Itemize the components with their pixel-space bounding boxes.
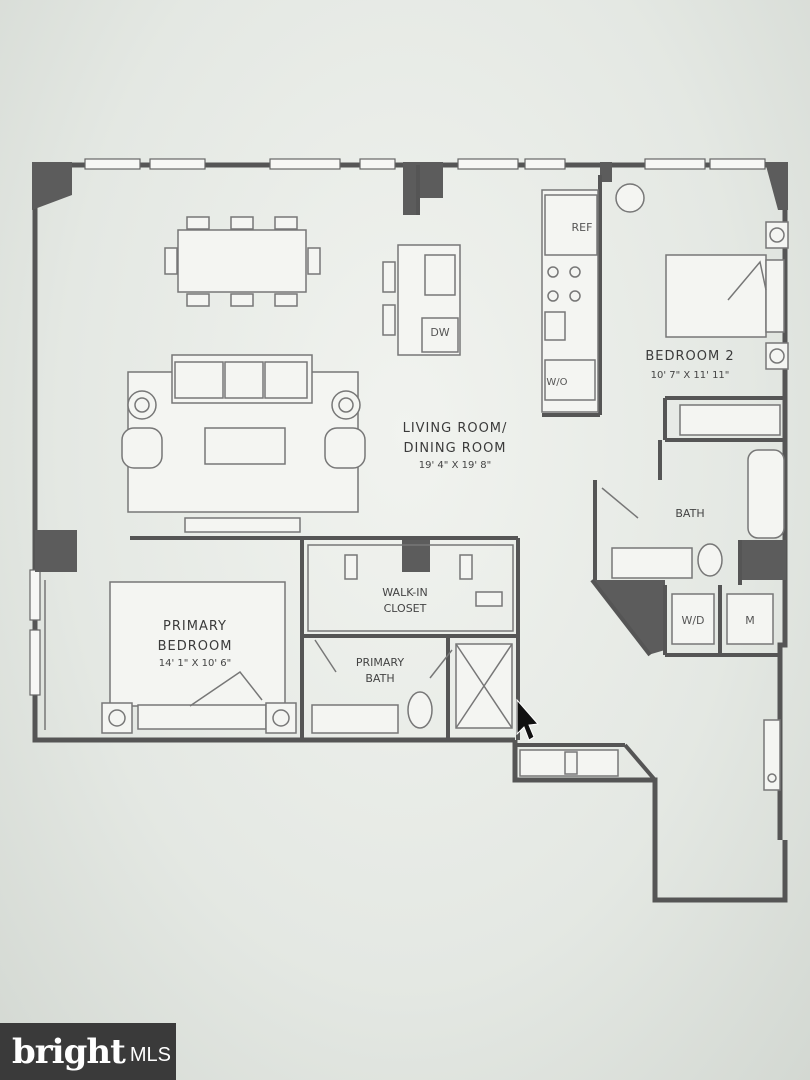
primary-bath-label-2: BATH [365,672,394,685]
interior-walls [130,165,785,782]
kitchen-island [382,244,461,356]
bath-fixtures [601,449,785,791]
dining-table [164,216,321,307]
wd-label: W/D [681,614,704,627]
primary-bedroom-label-2: BEDROOM [158,639,233,654]
living-room-dims: 19' 4" X 19' 8" [419,460,491,471]
ref-label: REF [572,221,593,234]
bedroom2-furniture [615,183,789,436]
brand-name: bright [12,1031,126,1072]
living-room-label-1: LIVING ROOM/ [403,421,508,436]
m-label: M [745,614,755,627]
wo-label: W/O [546,377,567,388]
living-furniture [121,354,366,533]
bright-mls-logo: bright MLS [0,1023,176,1080]
brand-suffix: MLS [129,1044,171,1066]
kitchen-counter [541,189,599,413]
closet-fixtures [307,544,619,777]
primary-bath-label-1: PRIMARY [356,656,404,669]
angled-walls [590,578,652,657]
bedroom2-label: BEDROOM 2 [645,349,734,364]
bedroom2-dims: 10' 7" X 11' 11" [651,370,730,381]
primary-bedroom-dims: 14' 1" X 10' 6" [159,658,231,669]
primary-bedroom-furniture [44,580,297,734]
walk-in-closet-label-1: WALK-IN [382,586,427,599]
wall-columns [32,162,788,655]
windows-top [84,158,766,170]
walk-in-closet-label-2: CLOSET [384,602,427,615]
windows-left [29,569,41,696]
utility-boxes [671,593,774,645]
bath-label: BATH [675,507,704,520]
living-room-label-2: DINING ROOM [403,441,506,456]
dw-label: DW [430,326,449,339]
primary-bedroom-label-1: PRIMARY [163,619,227,634]
cursor-arrow-icon [516,698,540,741]
